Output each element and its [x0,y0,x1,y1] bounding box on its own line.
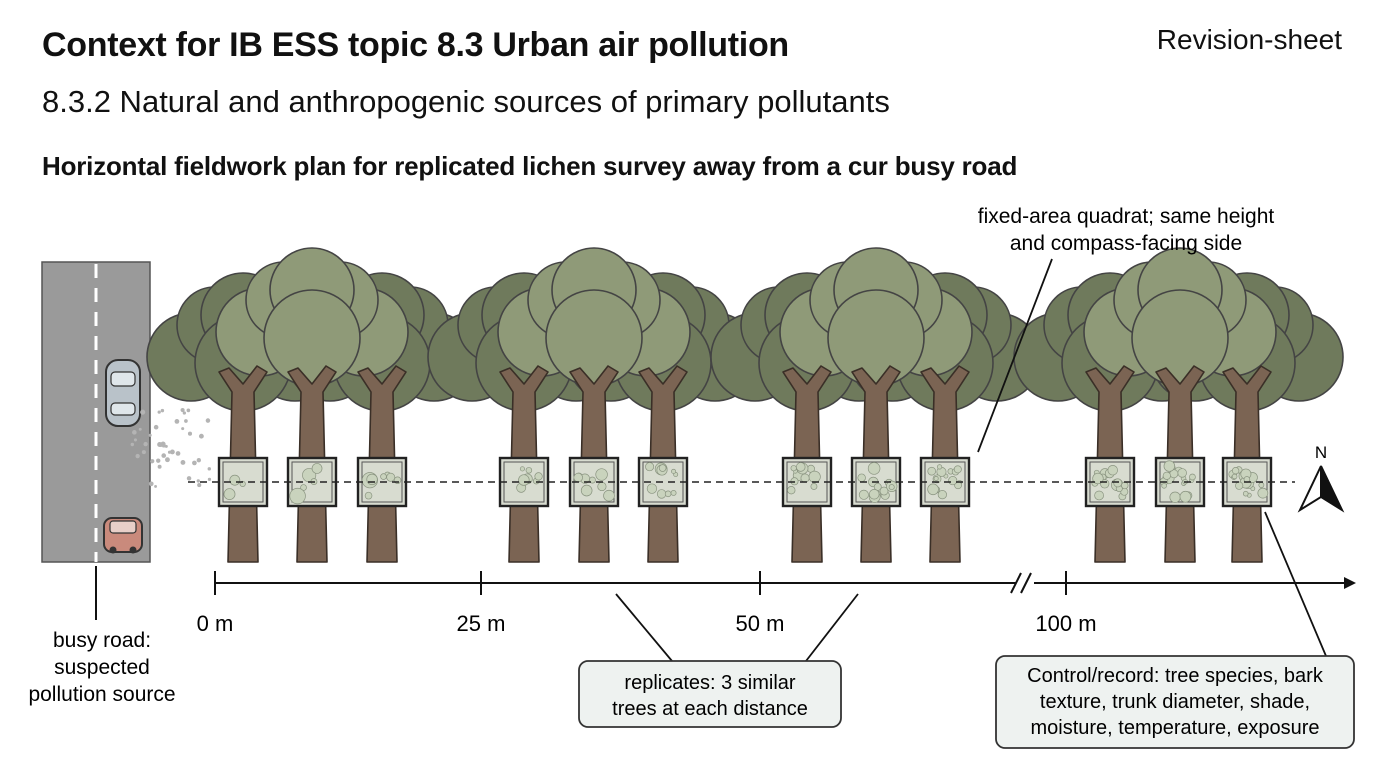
tree [781,365,833,563]
section-title: Horizontal fieldwork plan for replicated… [42,151,1018,181]
tree-rows [146,247,1344,563]
car-icon [105,359,141,427]
svg-text:fixed-area quadrat; same heigh: fixed-area quadrat; same height [978,205,1275,228]
replicates-callout: replicates: 3 similar trees at each dist… [578,660,842,728]
busy-road [41,261,151,563]
distance-axis: 0 m 25 m 50 m 100 m [197,571,1356,636]
replicate-group [1013,247,1344,563]
svg-text:pollution source: pollution source [28,683,175,706]
axis-break-icon [1010,572,1022,594]
page-title: Context for IB ESS topic 8.3 Urban air p… [42,26,789,64]
tree-canopy [497,247,691,387]
tree-canopy [779,247,973,387]
distance-label-0m: 0 m [197,611,234,636]
car-icon [103,517,143,554]
quadrat [850,456,902,508]
svg-text:texture, trunk diameter, shade: texture, trunk diameter, shade, [1040,691,1310,713]
page-subtitle: 8.3.2 Natural and anthropogenic sources … [42,84,890,119]
tree-canopy [215,247,409,387]
tree-canopy [1083,247,1277,387]
north-label: N [1315,443,1327,462]
svg-text:suspected: suspected [54,656,150,679]
revision-sheet-tag: Revision-sheet [1156,24,1342,55]
replicate-group [710,247,1042,563]
svg-text:trees at each distance: trees at each distance [612,698,808,720]
distance-label-100m: 100 m [1035,611,1096,636]
svg-text:and compass-facing side: and compass-facing side [1010,232,1242,255]
replicate-group [427,247,760,563]
svg-text:busy road:: busy road: [53,629,151,652]
quadrat [781,456,833,508]
exhaust-particles [130,391,212,488]
distance-label-50m: 50 m [736,611,785,636]
control-callout: Control/record: tree species, bark textu… [995,655,1355,749]
replicate-group [146,247,479,563]
svg-text:replicates: 3 similar: replicates: 3 similar [624,672,796,694]
road-note: busy road: suspected pollution source [28,629,175,706]
tree [568,365,620,563]
tree [850,365,902,563]
quadrat-note: fixed-area quadrat; same height and comp… [978,205,1275,255]
tree [498,365,550,563]
svg-text:moisture, temperature, exposur: moisture, temperature, exposure [1030,717,1319,739]
north-arrow-icon: N [1297,443,1345,513]
svg-text:Control/record: tree species,: Control/record: tree species, bark [1027,665,1324,687]
distance-label-25m: 25 m [457,611,506,636]
